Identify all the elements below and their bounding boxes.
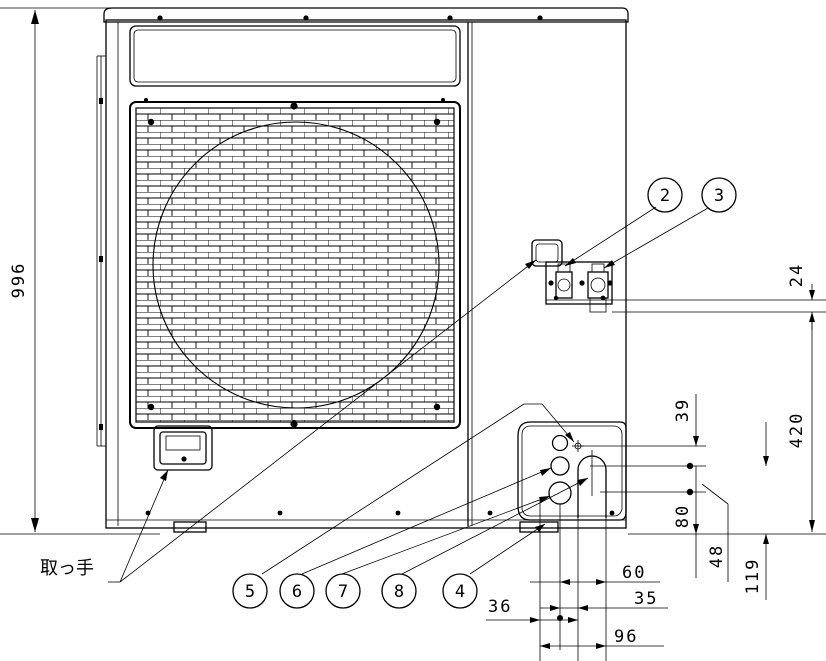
dim-width-35: 35: [634, 589, 658, 609]
fan-grille: [129, 101, 461, 429]
dim-valve-top: 24: [787, 263, 807, 287]
balloon-5-label: 5: [245, 582, 255, 602]
piping-cover: [517, 421, 627, 521]
balloon-5: 5: [232, 573, 268, 609]
fan-circle: [152, 121, 440, 409]
dim-hole-spacing: 39: [673, 398, 693, 422]
leader-lines: [108, 206, 709, 583]
dim-valve-to-base: 420: [787, 412, 807, 449]
balloon-2-label: 2: [660, 186, 670, 206]
balloon-3-label: 3: [714, 186, 724, 206]
balloon-7: 7: [325, 573, 361, 609]
balloon-8: 8: [381, 573, 417, 609]
dim-hole-offset: 48: [707, 544, 727, 568]
dim-hole-bottom: 119: [743, 558, 763, 595]
height-dimension: 996: [0, 7, 160, 535]
balloon-4-label: 4: [455, 582, 465, 602]
knockout-hole-bottom: [548, 481, 572, 505]
knockout-hole-mid: [550, 456, 570, 476]
valve-assembly: [531, 239, 613, 313]
balloon-6-label: 6: [292, 582, 302, 602]
hole-dimensions: 39 80 48 119: [580, 394, 769, 600]
balloon-6: 6: [279, 573, 315, 609]
dim-hole-lower: 80: [673, 504, 693, 528]
dim-height: 996: [9, 262, 29, 299]
handle-label: 取っ手: [40, 558, 94, 579]
dim-width-60: 60: [622, 563, 646, 583]
dim-width-36: 36: [488, 597, 512, 617]
right-dimensions: 24 420: [612, 263, 826, 535]
balloon-7-label: 7: [338, 582, 348, 602]
lower-handle: [153, 425, 213, 471]
balloon-4: 4: [442, 573, 478, 609]
dim-width-96: 96: [614, 627, 638, 647]
balloon-8-label: 8: [394, 582, 404, 602]
bottom-dimensions: 60 35 36 96: [486, 500, 668, 661]
knockout-hole-top: [551, 434, 569, 452]
balloon-3: 3: [701, 177, 737, 213]
balloon-2: 2: [647, 177, 683, 213]
